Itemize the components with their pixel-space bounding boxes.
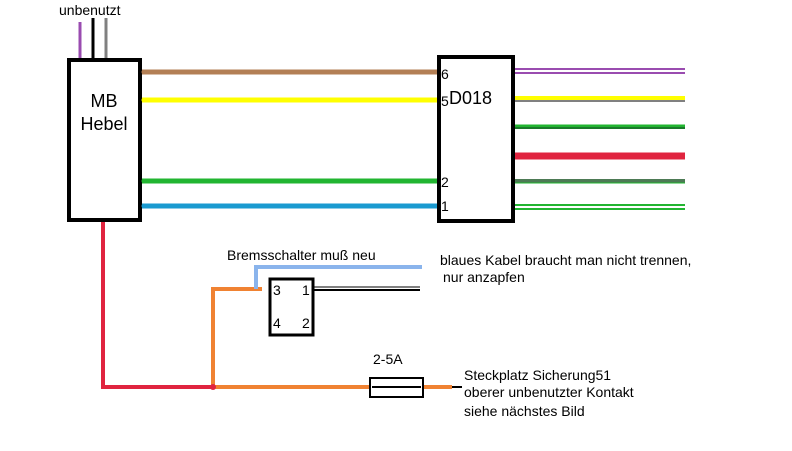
fuse-slot-note-line3: siehe nächstes Bild [464,403,585,419]
mb-terminal-brown [141,69,147,75]
blue-tap-wire [254,265,422,289]
switch-pin-4: 4 [273,315,281,331]
d018-box [437,55,515,223]
fuse-slot-note-line2: oberer unbenutzter Kontakt [464,384,634,400]
red-wire [101,222,213,389]
mb-hebel-box [67,58,142,222]
d018-pin-1: 1 [441,198,449,214]
switch-pin-1: 1 [302,282,310,298]
mb-terminal-blue [141,203,147,209]
mb-terminal-green [141,178,147,184]
d018-pin-2: 2 [441,174,449,190]
brake-switch-label: Bremsschalter muß neu [227,247,376,263]
fuse-slot-note-line1: Steckplatz Sicherung51 [464,367,611,383]
switch-pin-3: 3 [273,282,281,298]
fuse-label: 2-5A [373,351,403,367]
d018-pin-6: 6 [441,66,449,82]
mb-hebel-label-line2: Hebel [80,114,127,134]
blue-cable-note-line1: blaues Kabel braucht man nicht trennen, [440,252,691,268]
blue-cable-note-line2: nur anzapfen [443,269,525,285]
unused-label: unbenutzt [59,2,121,18]
d018-pin-5: 5 [441,93,449,109]
mb-terminal-yellow [141,97,147,103]
d018-label: D018 [449,88,492,108]
junction-dot [210,384,216,390]
switch-pin-2: 2 [302,315,310,331]
orange-wire-to-switch [211,287,262,387]
mb-hebel-label-line1: MB [91,91,118,111]
brake-switch-box [268,277,315,337]
